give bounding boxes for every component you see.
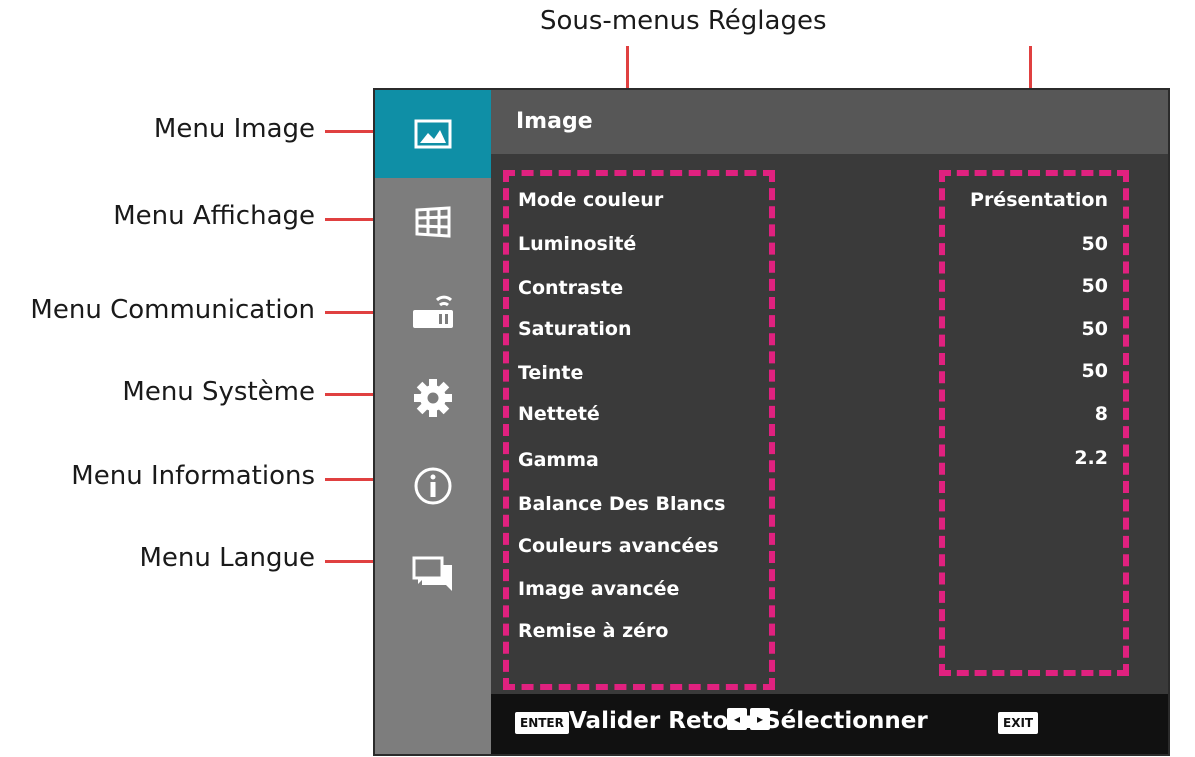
settings-panel: Mode couleur Présentation Luminosité 50 … <box>491 154 1168 694</box>
return-key-icon: ◂ <box>727 708 747 730</box>
annotation-line-langue <box>325 560 403 563</box>
annotation-line-informations <box>325 478 403 481</box>
setting-value-luminosite: 50 <box>1081 233 1108 255</box>
annotation-menu-systeme: Menu Système <box>122 377 315 407</box>
submenu-values-highlight <box>939 170 1129 676</box>
select-key-icon: ▸ <box>750 708 770 730</box>
image-icon <box>414 119 452 149</box>
submenu-annotation-title: Sous-menus Réglages <box>540 6 827 36</box>
enter-key-badge: ENTER <box>515 712 569 734</box>
osd-sidebar <box>375 90 491 754</box>
setting-value-saturation: 50 <box>1081 318 1108 340</box>
info-icon <box>413 466 453 506</box>
gear-icon <box>413 378 453 418</box>
exit-key-badge: EXIT <box>998 712 1039 734</box>
osd-header: Image <box>491 90 1168 154</box>
language-chat-icon <box>412 555 454 593</box>
setting-label-remise-a-zero[interactable]: Remise à zéro <box>518 620 669 642</box>
setting-label-image-avancee[interactable]: Image avancée <box>518 578 680 600</box>
setting-value-mode-couleur: Présentation <box>970 189 1108 211</box>
setting-label-mode-couleur[interactable]: Mode couleur <box>518 189 664 211</box>
annotation-menu-affichage: Menu Affichage <box>113 201 315 231</box>
setting-label-saturation[interactable]: Saturation <box>518 318 632 340</box>
annotation-line-systeme <box>325 393 403 396</box>
annotation-menu-communication: Menu Communication <box>30 295 315 325</box>
setting-label-nettete[interactable]: Netteté <box>518 403 600 425</box>
setting-value-teinte: 50 <box>1081 360 1108 382</box>
submenu-labels-highlight <box>503 170 775 690</box>
sidebar-item-langue[interactable] <box>375 530 491 618</box>
sidebar-item-informations[interactable] <box>375 442 491 530</box>
annotation-menu-langue: Menu Langue <box>139 543 315 573</box>
setting-label-contraste[interactable]: Contraste <box>518 277 624 299</box>
osd-footer-hints: ENTER Valider Retour Sélectionner ◂ ▸ EX… <box>491 694 1168 754</box>
sidebar-item-image[interactable] <box>375 90 491 178</box>
annotation-line-communication <box>325 311 403 314</box>
annotation-line-image <box>325 130 403 133</box>
annotation-menu-informations: Menu Informations <box>71 461 315 491</box>
setting-label-luminosite[interactable]: Luminosité <box>518 233 637 255</box>
communication-icon <box>411 290 455 330</box>
setting-label-gamma[interactable]: Gamma <box>518 449 599 471</box>
setting-value-nettete: 8 <box>1094 403 1108 425</box>
setting-value-gamma: 2.2 <box>1074 447 1108 469</box>
setting-value-contraste: 50 <box>1081 275 1108 297</box>
annotation-menu-image: Menu Image <box>153 114 315 144</box>
page-title: Image <box>516 109 593 134</box>
display-grid-icon <box>414 206 452 238</box>
projector-osd-menu: Image Mode couleur Présentation Luminosi… <box>373 88 1170 756</box>
sidebar-item-systeme[interactable] <box>375 354 491 442</box>
setting-label-balance-des-blancs[interactable]: Balance Des Blancs <box>518 493 726 515</box>
sidebar-item-affichage[interactable] <box>375 178 491 266</box>
sidebar-item-communication[interactable] <box>375 266 491 354</box>
annotation-line-affichage <box>325 218 403 221</box>
setting-label-couleurs-avancees[interactable]: Couleurs avancées <box>518 535 719 557</box>
footer-hint-text: Valider Retour Sélectionner <box>569 708 928 734</box>
setting-label-teinte[interactable]: Teinte <box>518 362 584 384</box>
